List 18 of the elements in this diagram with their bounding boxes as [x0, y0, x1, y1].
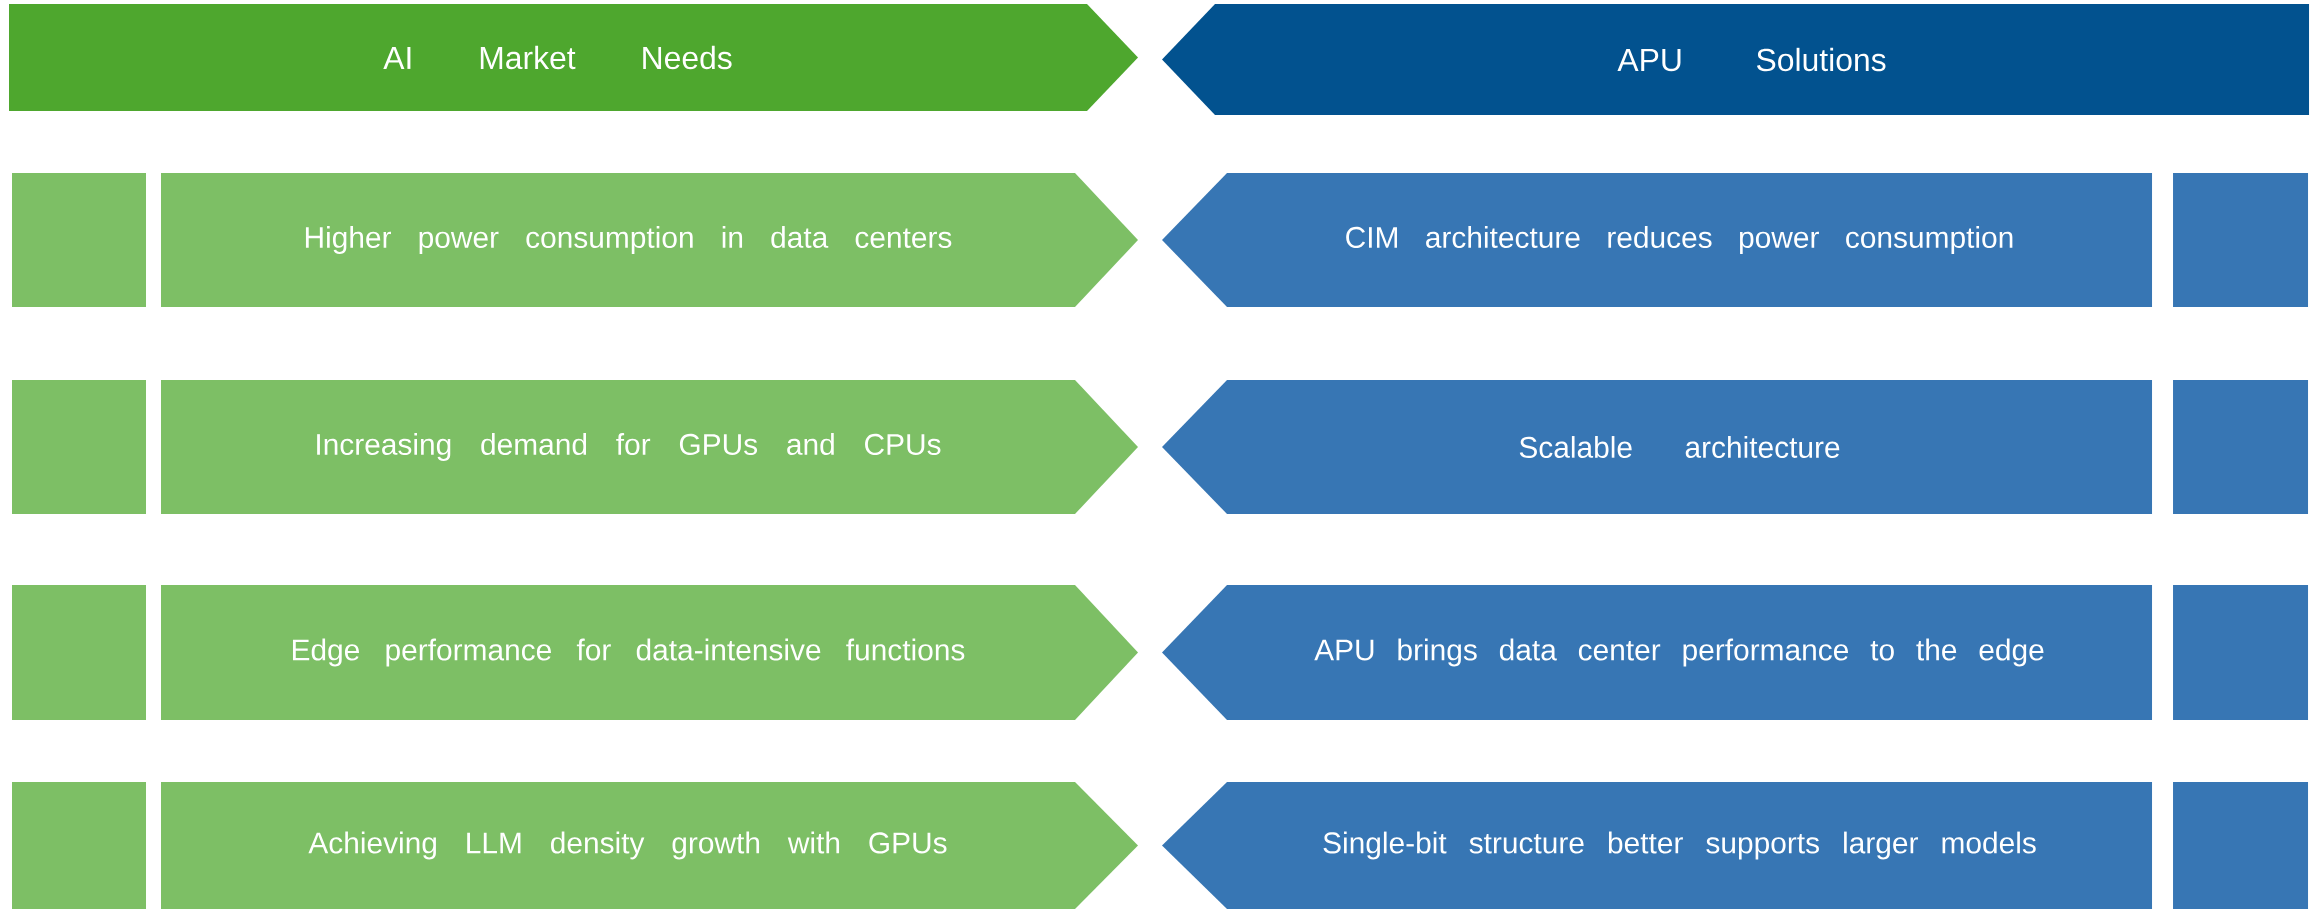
- chevron-box: Edge performance for data-intensive functions: [161, 585, 1138, 720]
- chevron-box: Achieving LLM density growth with GPUs: [161, 782, 1138, 909]
- square-box: [2173, 782, 2309, 909]
- square-box: [12, 585, 146, 720]
- square-box: [12, 380, 146, 514]
- square-box: [12, 173, 146, 307]
- chevron-box: APU brings data center performance to the edge: [1162, 585, 2153, 720]
- square-box: [12, 782, 146, 909]
- chevron-box: Higher power consumption in data centers: [161, 173, 1138, 307]
- square-box: [2173, 380, 2309, 514]
- header-banner: APU Solutions: [1162, 4, 2310, 115]
- square-box: [2173, 585, 2309, 720]
- chevron-box: Increasing demand for GPUs and CPUs: [161, 380, 1138, 514]
- chevron-box: Scalable architecture: [1162, 380, 2153, 514]
- chevron-box: CIM architecture reduces power consumption: [1162, 173, 2153, 307]
- header-banner: AI Market Needs: [9, 4, 1138, 111]
- square-box: [2173, 173, 2309, 307]
- chevron-box: Single-bit structure better supports larger models: [1162, 782, 2153, 909]
